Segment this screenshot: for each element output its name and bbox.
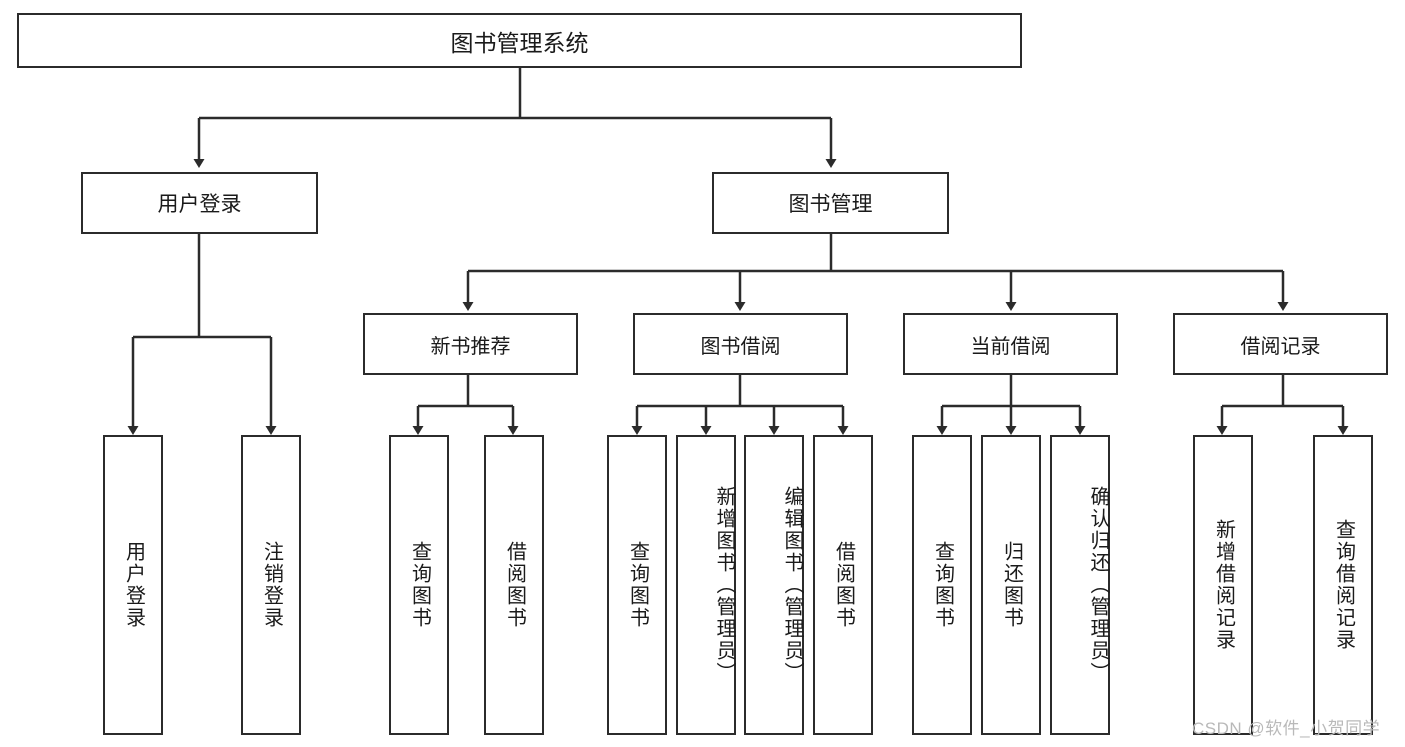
node-current-borrow[interactable]: 当前借阅 xyxy=(903,313,1118,375)
leaf-user-login-signout[interactable]: 注销登录 xyxy=(241,435,301,735)
watermark-text: CSDN @软件_小贺同学 xyxy=(1192,719,1381,738)
leaf-user-login-signin[interactable]: 用户登录 xyxy=(103,435,163,735)
node-label: 查询图书 xyxy=(931,541,954,629)
node-label: 确认归还（管理员） xyxy=(1087,486,1109,684)
leaf-book-borrow-query-book[interactable]: 查询图书 xyxy=(607,435,667,735)
leaf-current-borrow-confirm-return-admin[interactable]: 确认归还（管理员） xyxy=(1050,435,1110,735)
leaf-current-borrow-return-book[interactable]: 归还图书 xyxy=(981,435,1041,735)
node-label: 新书推荐 xyxy=(430,335,511,358)
node-label: 借阅记录 xyxy=(1240,335,1321,358)
node-label: 查询图书 xyxy=(626,541,649,629)
node-root-book-management-system[interactable]: 图书管理系统 xyxy=(17,13,1022,68)
node-label: 借阅图书 xyxy=(832,541,855,629)
node-label: 新增图书（管理员） xyxy=(713,486,735,684)
leaf-book-borrow-add-book-admin[interactable]: 新增图书（管理员） xyxy=(676,435,736,735)
node-label: 新增借阅记录 xyxy=(1212,519,1235,651)
node-borrow-record[interactable]: 借阅记录 xyxy=(1173,313,1388,375)
node-label: 当前借阅 xyxy=(970,335,1051,358)
node-label: 借阅图书 xyxy=(503,541,526,629)
node-label: 用户登录 xyxy=(122,541,145,629)
node-book-management[interactable]: 图书管理 xyxy=(712,172,949,234)
node-label: 用户登录 xyxy=(157,193,242,216)
node-label: 图书管理 xyxy=(788,193,873,216)
node-label: 编辑图书（管理员） xyxy=(781,486,803,684)
node-label: 图书管理系统 xyxy=(450,29,589,56)
leaf-new-book-query-book[interactable]: 查询图书 xyxy=(389,435,449,735)
node-book-borrow[interactable]: 图书借阅 xyxy=(633,313,848,375)
node-label: 注销登录 xyxy=(260,541,283,629)
leaf-borrow-record-query-record[interactable]: 查询借阅记录 xyxy=(1313,435,1373,735)
leaf-current-borrow-query-book[interactable]: 查询图书 xyxy=(912,435,972,735)
node-label: 查询借阅记录 xyxy=(1332,519,1355,651)
node-label: 图书借阅 xyxy=(700,335,781,358)
node-user-login[interactable]: 用户登录 xyxy=(81,172,318,234)
node-new-book-recommend[interactable]: 新书推荐 xyxy=(363,313,578,375)
node-label: 查询图书 xyxy=(408,541,431,629)
leaf-book-borrow-edit-book-admin[interactable]: 编辑图书（管理员） xyxy=(744,435,804,735)
node-label: 归还图书 xyxy=(1000,541,1023,629)
leaf-borrow-record-add-record[interactable]: 新增借阅记录 xyxy=(1193,435,1253,735)
leaf-book-borrow-borrow-book[interactable]: 借阅图书 xyxy=(813,435,873,735)
leaf-new-book-borrow-book[interactable]: 借阅图书 xyxy=(484,435,544,735)
